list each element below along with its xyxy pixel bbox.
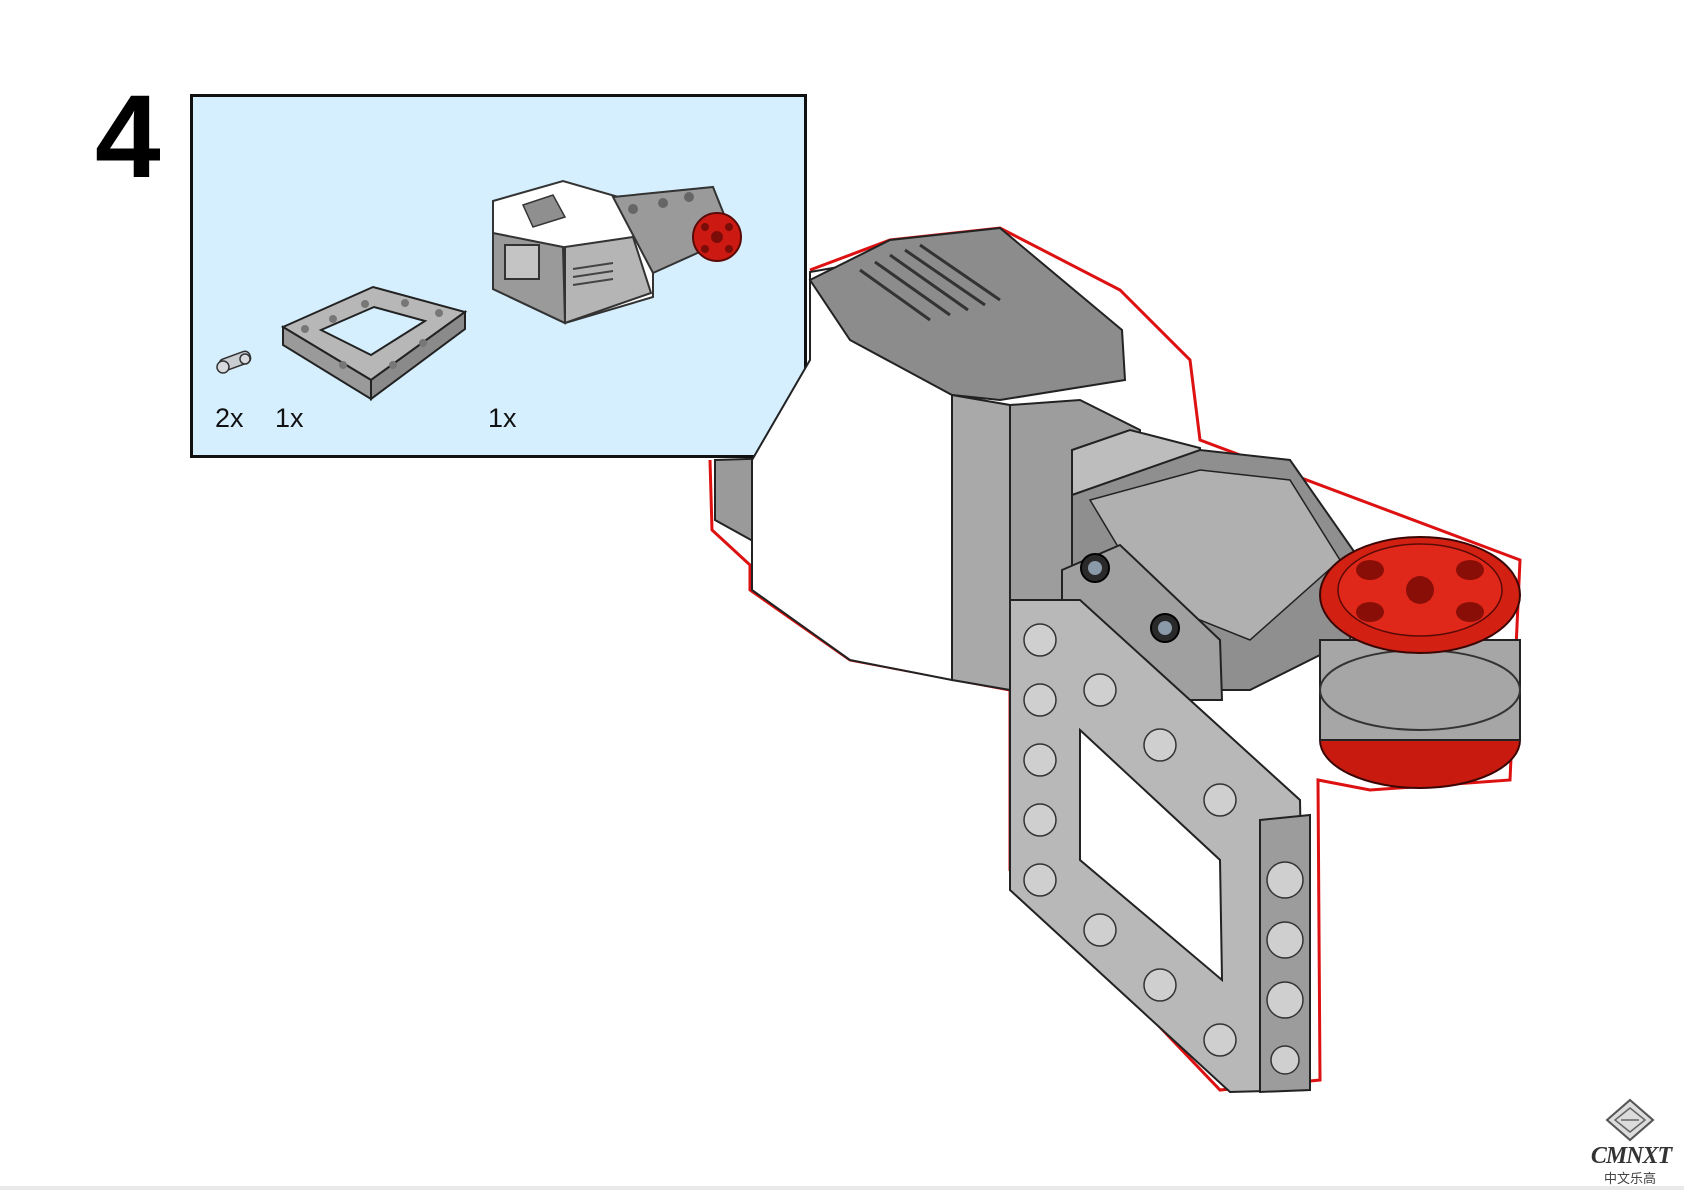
parts-callout: 2x 1x 1x <box>190 94 807 458</box>
part-qty-motor: 1x <box>488 403 517 433</box>
part-qty-pin: 2x <box>215 403 244 433</box>
cmnxt-logo: CMNXT 中文乐高 <box>1585 1098 1675 1187</box>
logo-subtitle: 中文乐高 <box>1603 1172 1656 1187</box>
axle-pin-icon <box>216 350 252 374</box>
part-qty-frame: 1x <box>275 403 304 433</box>
bottom-divider <box>0 1186 1684 1190</box>
step-number: 4 <box>95 71 161 203</box>
cmnxt-logo-mark-icon <box>1605 1098 1655 1142</box>
parts-illustration <box>216 179 742 401</box>
medium-motor-icon <box>492 179 742 325</box>
open-frame-icon <box>280 285 468 401</box>
logo-name: CMNXT <box>1590 1143 1672 1169</box>
